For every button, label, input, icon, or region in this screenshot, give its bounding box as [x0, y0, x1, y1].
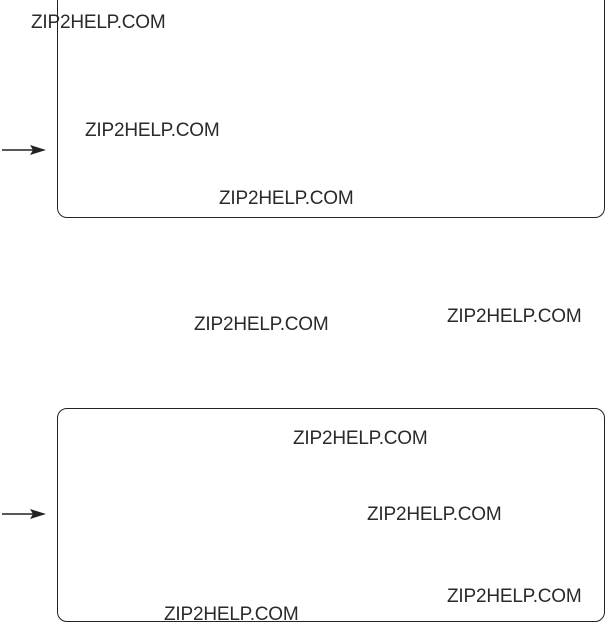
watermark-text: ZIP2HELP.COM [219, 188, 354, 209]
watermark-text: ZIP2HELP.COM [31, 12, 166, 33]
watermark-text: ZIP2HELP.COM [447, 306, 582, 327]
lower-panel-frame [57, 408, 605, 622]
watermark-text: ZIP2HELP.COM [367, 504, 502, 525]
watermark-text: ZIP2HELP.COM [164, 604, 299, 625]
upper-panel-frame [57, 0, 605, 218]
watermark-text: ZIP2HELP.COM [194, 314, 329, 335]
watermark-text: ZIP2HELP.COM [447, 586, 582, 607]
arrow-right-icon [0, 508, 48, 520]
watermark-text: ZIP2HELP.COM [85, 120, 220, 141]
watermark-text: ZIP2HELP.COM [293, 428, 428, 449]
arrow-right-icon [0, 144, 48, 156]
